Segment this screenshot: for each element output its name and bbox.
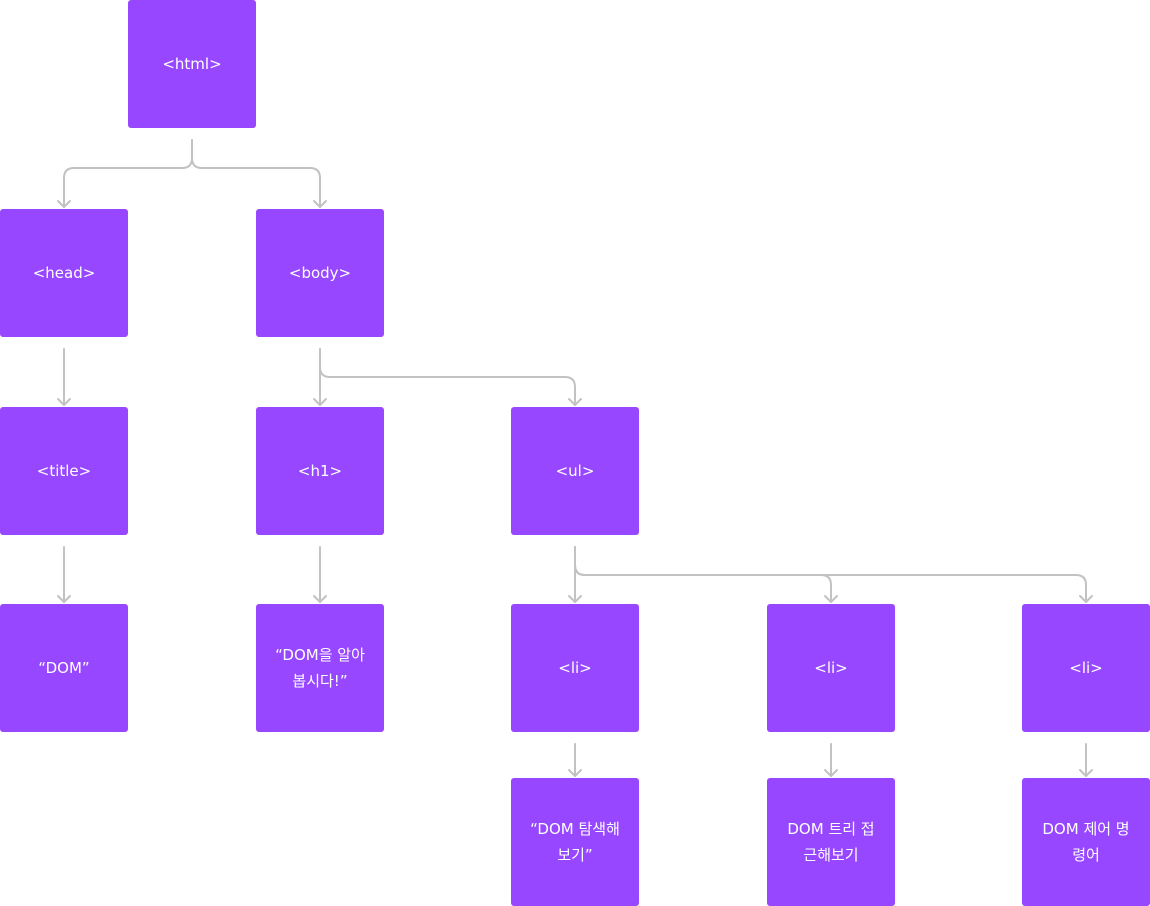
node-label-text-li-2: DOM 트리 접 근해보기 xyxy=(787,820,875,864)
edge-ul-to-li3 xyxy=(574,546,1087,603)
node-label-text-li-3: DOM 제어 명 령어 xyxy=(1042,820,1130,864)
node-text-li-3: DOM 제어 명 령어 xyxy=(1022,778,1150,906)
node-label-text-h1: “DOM을 알아 봅시다!” xyxy=(275,646,365,690)
edge-html-to-head xyxy=(63,139,193,208)
node-li-2: <li> xyxy=(767,604,895,732)
node-text-h1: “DOM을 알아 봅시다!” xyxy=(256,604,384,732)
node-text-dom: “DOM” xyxy=(0,604,128,732)
edge-li2-to-text-li2-arrowhead xyxy=(824,769,838,777)
node-label-title: <title> xyxy=(36,462,92,480)
edge-ul-to-li3-arrowhead xyxy=(1079,595,1093,603)
node-body: <body> xyxy=(256,209,384,337)
node-label-h1: <h1> xyxy=(297,462,343,480)
node-label-li-2: <li> xyxy=(814,659,848,677)
node-label-html: <html> xyxy=(162,55,222,73)
node-label-body: <body> xyxy=(288,264,352,282)
edge-html-to-body xyxy=(191,139,321,208)
node-text-li-2: DOM 트리 접 근해보기 xyxy=(767,778,895,906)
node-label-li-1: <li> xyxy=(558,659,592,677)
node-head: <head> xyxy=(0,209,128,337)
node-title: <title> xyxy=(0,407,128,535)
node-ul: <ul> xyxy=(511,407,639,535)
edge-h1-to-text-h1-arrowhead xyxy=(313,595,327,603)
edge-body-to-h1-arrowhead xyxy=(313,398,327,406)
node-text-li-1: “DOM 탐색해 보기” xyxy=(511,778,639,906)
edge-li3-to-text-li3-arrowhead xyxy=(1079,769,1093,777)
node-h1: <h1> xyxy=(256,407,384,535)
edge-body-to-ul-arrowhead xyxy=(568,398,582,406)
node-label-text-dom: “DOM” xyxy=(38,659,90,677)
edge-head-to-title-arrowhead xyxy=(57,398,71,406)
edge-li1-to-text-li1-arrowhead xyxy=(568,769,582,777)
node-li-1: <li> xyxy=(511,604,639,732)
edge-html-to-body-arrowhead xyxy=(313,200,327,208)
edge-body-to-ul xyxy=(319,348,576,406)
edge-html-to-head-arrowhead xyxy=(57,200,71,208)
edge-ul-to-li2-arrowhead xyxy=(824,595,838,603)
edge-ul-to-li1-arrowhead xyxy=(568,595,582,603)
node-li-3: <li> xyxy=(1022,604,1150,732)
node-html: <html> xyxy=(128,0,256,128)
edge-title-to-text-dom-arrowhead xyxy=(57,595,71,603)
node-label-li-3: <li> xyxy=(1069,659,1103,677)
node-label-head: <head> xyxy=(32,264,96,282)
node-label-ul: <ul> xyxy=(555,462,595,480)
node-label-text-li-1: “DOM 탐색해 보기” xyxy=(530,820,620,864)
